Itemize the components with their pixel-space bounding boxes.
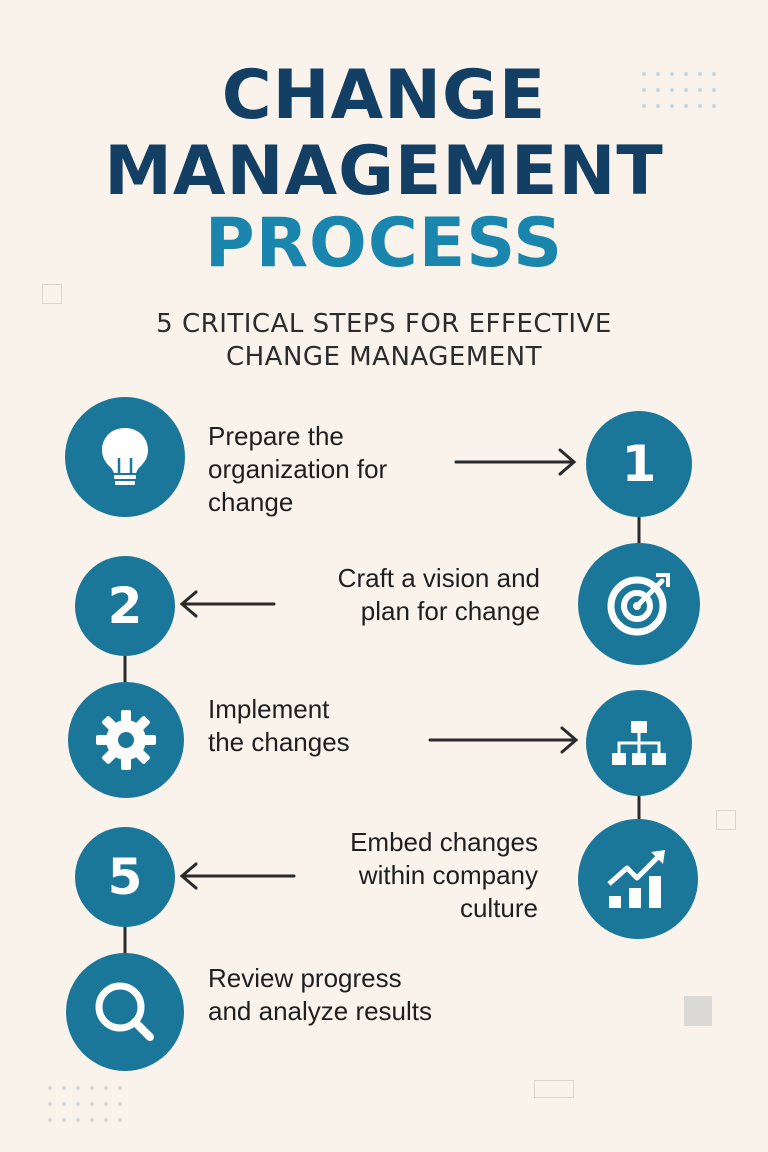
step-5-icon-circle — [66, 953, 184, 1071]
step-2-number-circle: 2 — [75, 556, 175, 656]
step-3-icon-circle — [68, 682, 184, 798]
step-5-text: Review progress and analyze results — [208, 962, 432, 1028]
step-1-line-3: change — [208, 486, 294, 517]
step-1-line-1: Prepare the — [208, 421, 344, 451]
title-line-3: PROCESS — [204, 204, 564, 283]
step-3-right-circle — [586, 690, 692, 796]
step-5-line-2: and analyze results — [208, 995, 433, 1026]
target-icon — [607, 573, 670, 636]
step-5-line-1: Review progress — [208, 963, 402, 993]
arrowhead-left-4 — [179, 862, 198, 890]
step-5-number-circle: 5 — [75, 827, 175, 927]
step-4-icon-circle — [578, 819, 698, 939]
step-4-line-1: Embed changes — [350, 827, 538, 857]
growth-chart-icon — [607, 850, 665, 908]
deco-rect-bottom — [534, 1080, 574, 1098]
step-4-line-3: culture — [459, 892, 538, 923]
step-2-line-2: plan for change — [360, 595, 540, 626]
arrowhead-right-1 — [558, 448, 577, 476]
deco-square-left — [42, 284, 62, 304]
step-1-number-circle: 1 — [586, 411, 692, 517]
gear-icon — [96, 710, 156, 770]
arrowhead-left-2 — [179, 590, 198, 618]
step-3-text: Implement the changes — [208, 693, 350, 759]
deco-square-right — [716, 810, 736, 830]
magnifier-icon — [95, 982, 154, 1041]
step-2-text: Craft a vision and plan for change — [290, 562, 540, 628]
lightbulb-icon — [102, 428, 148, 485]
title-line-1: CHANGE — [221, 56, 547, 135]
arrowhead-right-3 — [560, 726, 579, 754]
step-1-number: 1 — [621, 435, 657, 493]
step-5-number: 5 — [107, 848, 143, 906]
deco-filled-square — [684, 996, 712, 1026]
title-line-2: MANAGEMENT — [104, 132, 664, 211]
step-4-line-2: within company — [358, 859, 538, 890]
hierarchy-icon — [612, 721, 666, 765]
subtitle-line-1: 5 CRITICAL STEPS FOR EFFECTIVE — [156, 309, 612, 339]
subtitle-line-2: CHANGE MANAGEMENT — [225, 342, 543, 372]
step-2-line-1: Craft a vision and — [337, 563, 540, 593]
step-3-line-2: the changes — [208, 726, 350, 757]
step-1-line-2: organization for — [208, 453, 388, 484]
step-3-line-1: Implement — [208, 694, 330, 724]
step-2-icon-circle — [578, 543, 700, 665]
dot-grid-bottom-left — [48, 1086, 122, 1122]
step-4-text: Embed changes within company culture — [290, 826, 538, 924]
step-1-icon-circle — [65, 397, 185, 517]
step-2-number: 2 — [107, 577, 143, 635]
dot-grid-top-right — [642, 72, 716, 108]
step-1-text: Prepare the organization for change — [208, 420, 387, 518]
